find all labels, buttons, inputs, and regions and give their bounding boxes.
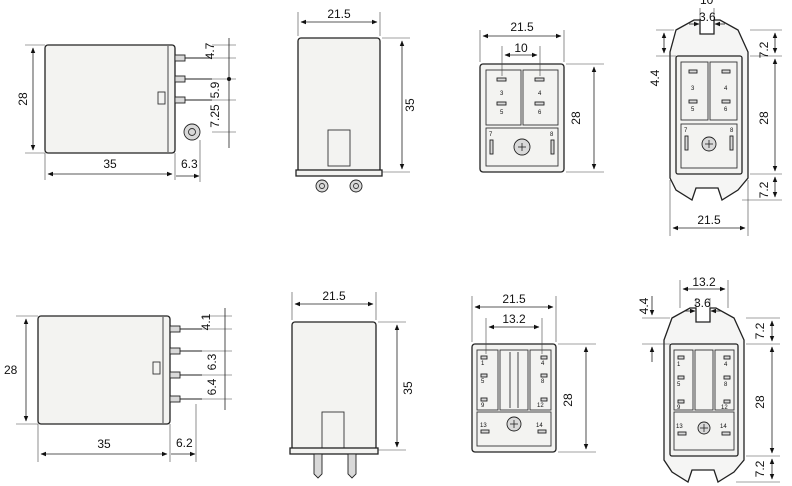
pin-label: 1 bbox=[677, 362, 681, 368]
dim-width: 21.5 bbox=[510, 20, 534, 34]
bottom-base-view: 1 4 5 8 9 12 13 14 21.5 13.2 28 bbox=[471, 292, 596, 453]
pin-label: 8 bbox=[724, 382, 728, 388]
top-flange-view: 3 4 5 6 7 8 10 3.6 4.4 7.2 28 7.2 21.5 bbox=[648, 0, 782, 236]
relay-body bbox=[37, 315, 171, 425]
pin-label: 3 bbox=[691, 86, 695, 92]
pin-label: 4 bbox=[724, 86, 728, 92]
pin-label: 9 bbox=[677, 405, 681, 411]
side-latch bbox=[152, 361, 161, 375]
latch bbox=[327, 129, 351, 167]
pin-label: 8 bbox=[541, 379, 545, 385]
dim-bottom-margin: 7.2 bbox=[757, 181, 771, 198]
pin-label: 5 bbox=[481, 379, 485, 385]
dim-pin-gap-1: 4.7 bbox=[203, 42, 217, 59]
pin-label: 7 bbox=[489, 132, 493, 138]
pin-label: 12 bbox=[537, 403, 544, 409]
dim-height: 28 bbox=[4, 363, 18, 377]
dim-height: 28 bbox=[16, 92, 30, 106]
dim-width: 35 bbox=[103, 157, 117, 171]
pin-label: 12 bbox=[721, 405, 728, 411]
dim-height: 35 bbox=[403, 98, 417, 112]
relay-body bbox=[291, 321, 377, 451]
terminal bbox=[347, 453, 357, 479]
dim-offset: 4.4 bbox=[648, 69, 662, 86]
dim-width: 21.5 bbox=[327, 7, 351, 21]
dim-pin-gap-1: 4.1 bbox=[199, 313, 213, 330]
terminal bbox=[313, 453, 323, 479]
pin-label: 3 bbox=[500, 91, 504, 97]
dim-height: 28 bbox=[569, 111, 583, 125]
relay-body bbox=[297, 37, 381, 173]
pin-label: 4 bbox=[538, 91, 542, 97]
dim-width: 35 bbox=[97, 437, 111, 451]
side-latch bbox=[157, 91, 166, 105]
dim-pin-offset: 6.2 bbox=[176, 436, 193, 450]
dim-pin-offset: 6.3 bbox=[181, 157, 198, 171]
pin bbox=[174, 54, 186, 62]
dim-slot-inner: 3.6 bbox=[699, 10, 716, 24]
dim-slot-inner: 3.6 bbox=[694, 296, 711, 310]
pin-label: 4 bbox=[724, 362, 728, 368]
pin-label: 1 bbox=[481, 361, 485, 367]
dim-top-margin: 7.2 bbox=[757, 41, 771, 58]
pin-label: 6 bbox=[724, 107, 728, 113]
pin-label: 14 bbox=[536, 423, 543, 429]
dim-pin-gap-3: 6.4 bbox=[205, 378, 219, 395]
pin-label: 7 bbox=[684, 128, 688, 134]
dim-pitch: 13.2 bbox=[502, 312, 526, 326]
top-side-view: 28 35 6.3 4.7 5.9 7.25 bbox=[16, 38, 236, 182]
dim-width: 13.2 bbox=[692, 275, 716, 289]
terminal bbox=[349, 179, 363, 193]
dim-width: 21.5 bbox=[502, 292, 526, 306]
pin-label: 9 bbox=[481, 403, 485, 409]
dim-height: 28 bbox=[753, 395, 767, 409]
pin bbox=[174, 75, 186, 83]
dim-pin-gap-3: 7.25 bbox=[208, 104, 222, 128]
terminal bbox=[315, 179, 329, 193]
dim-height: 28 bbox=[561, 393, 575, 407]
bottom-front-view: 21.5 35 bbox=[289, 289, 415, 479]
pin-label: 13 bbox=[676, 424, 683, 430]
dim-bottom-margin: 7.2 bbox=[753, 460, 767, 477]
dim-top-margin: 7.2 bbox=[753, 322, 767, 339]
dim-width: 21.5 bbox=[697, 213, 721, 227]
dim-height: 35 bbox=[401, 381, 415, 395]
pin-label: 5 bbox=[500, 110, 504, 116]
pin-label: 14 bbox=[720, 424, 727, 430]
mounting-tab bbox=[183, 123, 201, 141]
pin-label: 5 bbox=[691, 107, 695, 113]
dim-slot-width: 10 bbox=[700, 0, 714, 7]
base-outline bbox=[669, 343, 739, 457]
dim-width: 21.5 bbox=[322, 289, 346, 303]
dim-height: 28 bbox=[757, 111, 771, 125]
pin bbox=[174, 96, 186, 104]
dim-offset: 4.4 bbox=[637, 297, 651, 314]
dim-pitch: 10 bbox=[514, 41, 528, 55]
dim-pin-gap-2: 5.9 bbox=[208, 81, 222, 98]
dim-pin-gap-2: 6.3 bbox=[205, 353, 219, 370]
pin-label: 6 bbox=[538, 110, 542, 116]
top-base-view: 3 4 5 6 7 8 21.5 10 28 bbox=[479, 20, 604, 173]
pin-label: 5 bbox=[677, 382, 681, 388]
pin-label: 4 bbox=[541, 361, 545, 367]
relay-body bbox=[44, 44, 176, 154]
pin-label: 8 bbox=[550, 132, 554, 138]
pin-label: 13 bbox=[480, 423, 487, 429]
base-flange bbox=[289, 447, 379, 455]
pin-label: 8 bbox=[730, 128, 734, 134]
base-outline bbox=[479, 63, 565, 173]
base-outline bbox=[471, 343, 557, 453]
base-outline bbox=[675, 55, 743, 175]
base-flange bbox=[295, 169, 383, 177]
bottom-side-view: 28 35 6.2 4.1 6.3 6.4 bbox=[4, 308, 232, 462]
bottom-flange-view: 1 4 5 8 9 12 13 14 13.2 3.6 4.4 7.2 28 7… bbox=[637, 275, 780, 483]
top-front-view: 21.5 35 bbox=[295, 7, 417, 193]
